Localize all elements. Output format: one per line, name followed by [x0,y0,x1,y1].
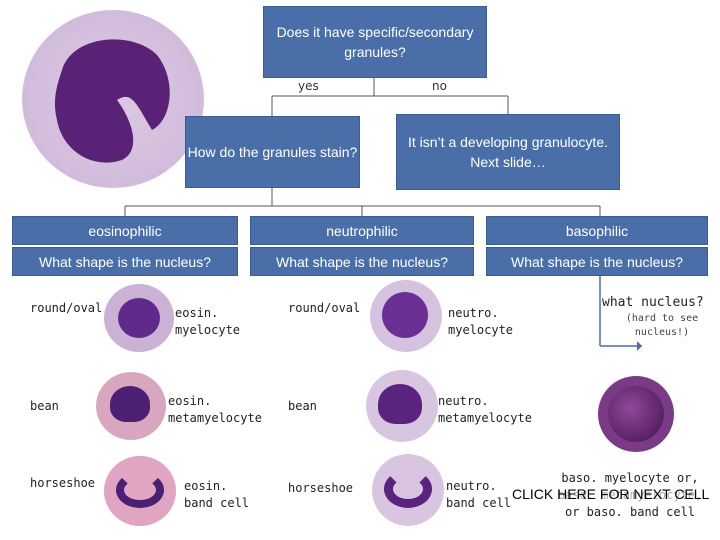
basophilic-box: basophilic [486,216,708,245]
no-answer-box: It isn’t a developing granulocyte. Next … [396,114,620,190]
neutro-band-cell-image [372,454,444,526]
neutro-metamyelocyte-image [366,370,438,442]
baso-what-nucleus: what nucleus? [602,295,704,310]
basophilic-label: basophilic [565,222,629,239]
baso-nucleus-question-box: What shape is the nucleus? [486,247,708,276]
eosin-shape-horseshoe: horseshoe [30,476,96,490]
eosin-shape-round: round/oval [30,301,103,315]
stain-question-box: How do the granules stain? [185,116,360,188]
next-cell-link[interactable]: CLICK HERE FOR NEXT CELL [512,486,710,502]
eosin-band-cell-label: eosin. band cell [184,479,250,510]
eosin-nucleus-question-box: What shape is the nucleus? [12,247,238,276]
neutro-shape-round: round/oval [288,301,361,315]
neutro-shape-bean: bean [288,399,317,413]
eosin-metamyelocyte-image [96,372,166,440]
top-question-box: Does it have specific/secondary granules… [263,6,487,78]
eosin-nucleus-question: What shape is the nucleus? [39,253,211,270]
neutro-nucleus-question: What shape is the nucleus? [276,253,448,270]
yes-label: yes [298,79,319,93]
no-label: no [432,79,447,93]
basophil-image [598,376,674,452]
stain-question-text: How do the granules stain? [187,144,358,160]
baso-nucleus-question: What shape is the nucleus? [511,253,683,270]
neutrophilic-box: neutrophilic [250,216,474,245]
eosin-shape-bean: bean [30,399,59,413]
top-question-text: Does it have specific/secondary granules… [276,24,474,60]
neutro-myelocyte-label: neutro. myelocyte [448,306,514,337]
nucleus-shape-icon [54,39,170,163]
neutro-metamyelocyte-label: neutro. metamyelocyte [438,394,532,425]
eosin-myelocyte-label: eosin. myelocyte [175,306,241,337]
neutrophil-micrograph [22,10,204,188]
neutro-nucleus-question-box: What shape is the nucleus? [250,247,474,276]
eosinophilic-box: eosinophilic [12,216,238,245]
baso-hard-to-see-note: (hard to see nucleus!) [625,313,699,338]
eosinophilic-label: eosinophilic [88,222,162,239]
eosin-band-cell-image [104,456,176,526]
eosin-myelocyte-image [104,284,174,352]
neutro-band-cell-label: neutro. band cell [446,479,512,510]
neutrophilic-label: neutrophilic [326,222,398,239]
neutro-shape-horseshoe: horseshoe [288,481,354,495]
no-answer-text: It isn’t a developing granulocyte. Next … [407,134,608,170]
neutro-myelocyte-image [370,280,442,352]
eosin-metamyelocyte-label: eosin. metamyelocyte [168,394,262,425]
